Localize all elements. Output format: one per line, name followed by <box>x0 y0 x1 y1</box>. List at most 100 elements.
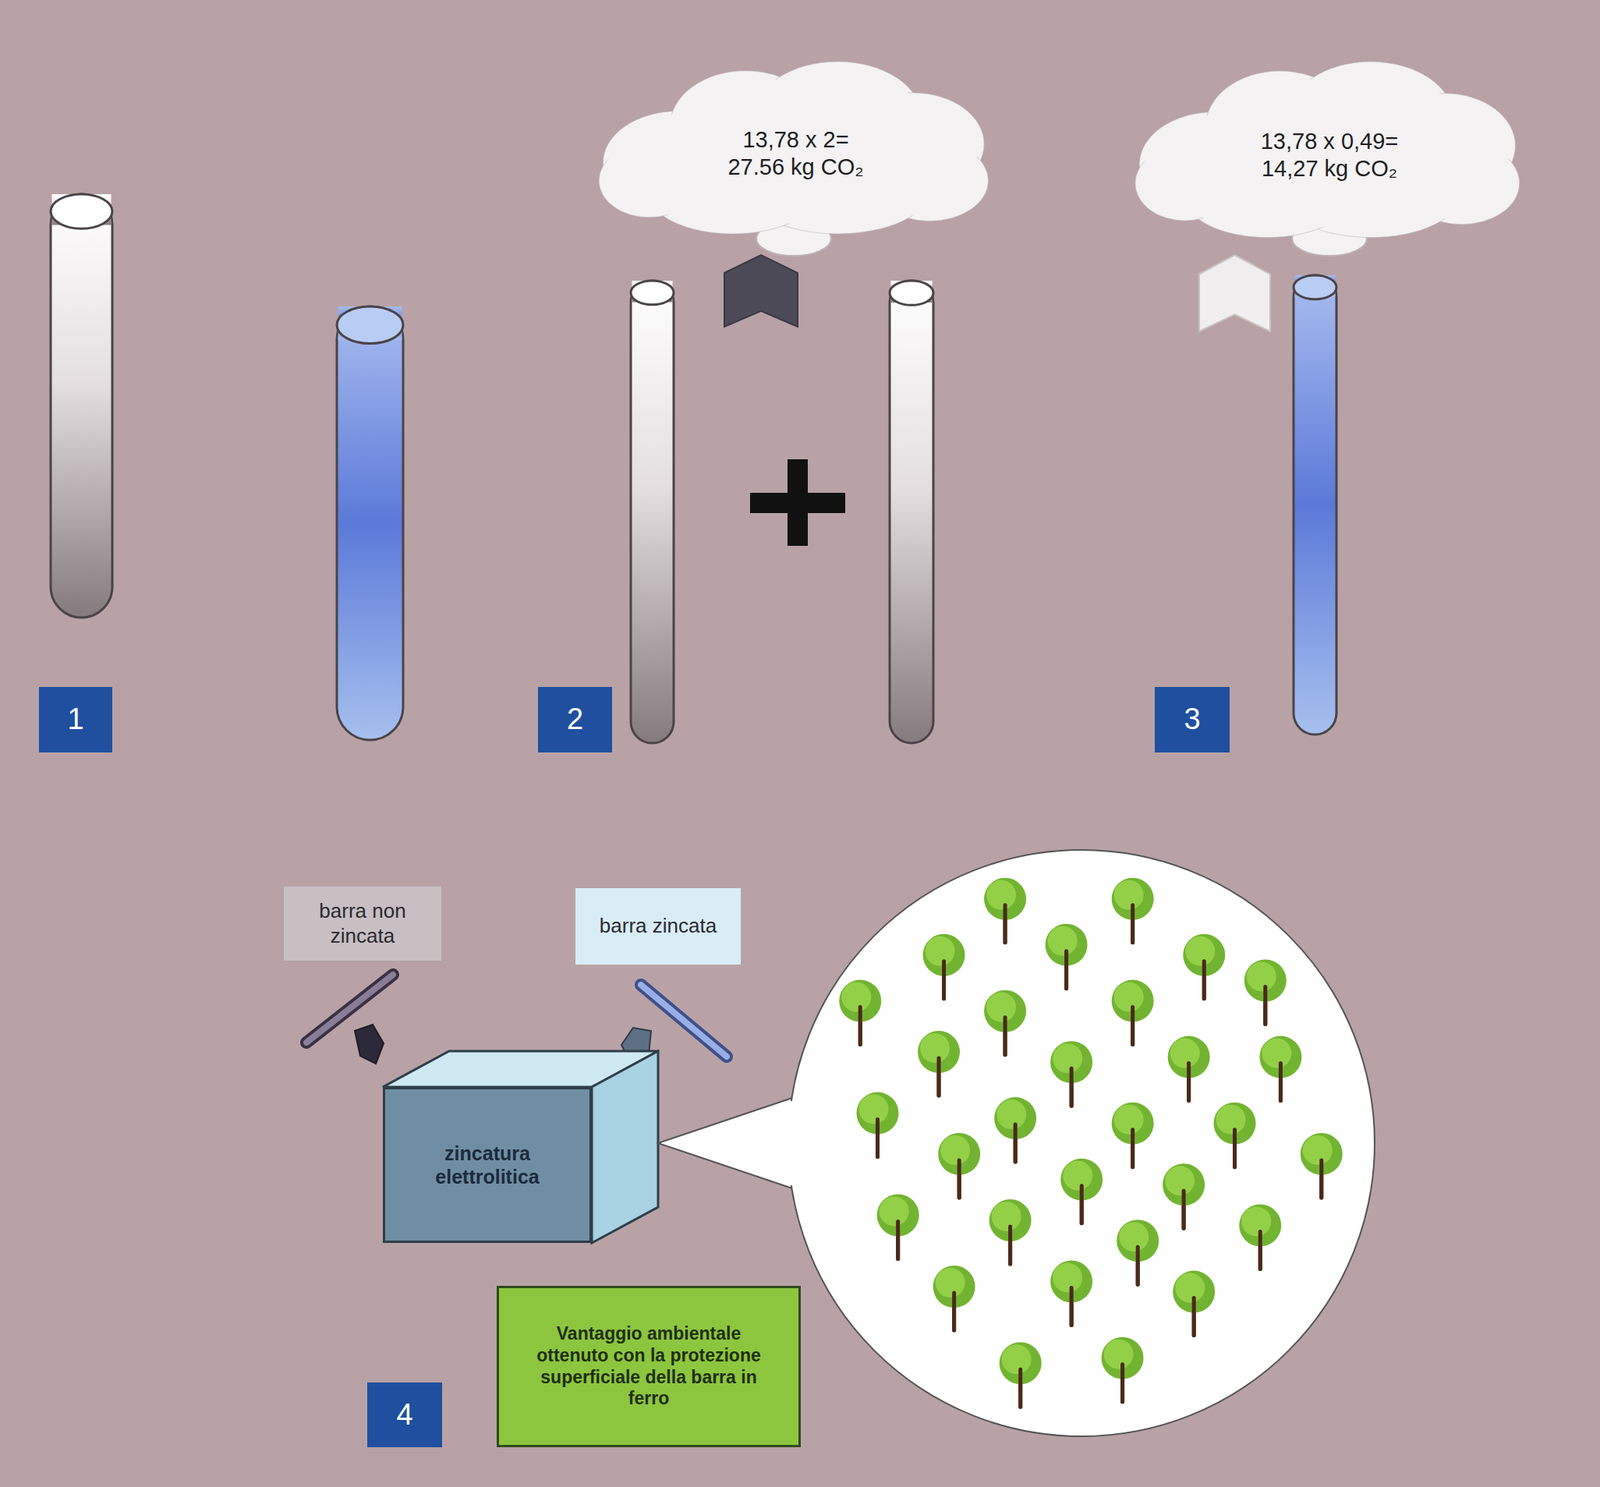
tree-highlight <box>1114 880 1144 910</box>
bar-piece <box>354 1024 384 1064</box>
label-text: barra non zincata <box>296 899 429 948</box>
bar-top <box>336 306 404 344</box>
tree <box>1060 1158 1103 1224</box>
tree-highlight <box>1246 961 1277 992</box>
cloud-fill <box>604 147 695 214</box>
tree-trunk <box>1278 1063 1283 1101</box>
tree-trunk <box>1069 1288 1074 1326</box>
tree-highlight <box>920 1033 950 1063</box>
tree <box>1162 1163 1205 1229</box>
tree-trunk <box>1064 951 1069 989</box>
tree <box>1111 877 1154 943</box>
tree <box>1238 1204 1282 1270</box>
tree-trunk <box>1079 1185 1084 1224</box>
tree-highlight <box>925 936 956 967</box>
callout-number-text: 2 <box>566 701 584 738</box>
label-text: zincatura elettrolitica <box>397 1141 577 1189</box>
tree-trunk <box>941 961 946 999</box>
tree-highlight <box>841 982 871 1013</box>
callout-number-text: 4 <box>396 1397 413 1434</box>
tree <box>1214 1102 1257 1168</box>
tree-highlight <box>1062 1161 1093 1191</box>
bar-body <box>336 306 404 740</box>
cloud: 13,78 x 0,49= 14,27 kg CO₂ <box>1122 61 1537 249</box>
tree-trunk <box>1263 986 1268 1024</box>
bar-body <box>630 280 674 744</box>
tree <box>1168 1036 1211 1101</box>
tree-highlight <box>1114 1104 1144 1135</box>
tree-highlight <box>991 1201 1022 1232</box>
tree-highlight <box>940 1135 970 1165</box>
tree <box>1111 1102 1154 1168</box>
steel-bar <box>50 194 113 618</box>
label-text: Vantaggio ambientale ottenuto con la pro… <box>520 1323 778 1409</box>
cloud-shape <box>586 61 1006 245</box>
tree <box>1050 1040 1093 1106</box>
label-text: 13,78 x 0,49= 14,27 kg CO₂ <box>1249 127 1410 183</box>
steel-bar <box>889 280 934 744</box>
tree-trunk <box>1008 1226 1013 1264</box>
tree-trunk <box>1120 1364 1125 1402</box>
tree-highlight <box>986 880 1016 910</box>
process-box: zincatura elettrolitica <box>382 1086 592 1243</box>
tree-trunk <box>1130 905 1135 943</box>
tree-highlight <box>1164 1165 1195 1196</box>
small-bar <box>306 974 393 1043</box>
tree-highlight <box>1185 936 1215 967</box>
tree <box>1244 959 1287 1024</box>
tree <box>984 877 1027 943</box>
tree <box>933 1265 976 1331</box>
tree-trunk <box>1182 1190 1186 1229</box>
bar-body <box>1293 275 1337 735</box>
tree-highlight <box>1114 982 1144 1013</box>
label-text: 13,78 x 2= 27.56 kg CO₂ <box>715 126 876 181</box>
steel-bar <box>630 280 674 744</box>
callout-number: 1 <box>38 686 113 753</box>
tree-highlight <box>1261 1038 1292 1069</box>
tree <box>938 1132 981 1198</box>
plus-sign <box>750 459 846 546</box>
tree <box>1111 980 1154 1045</box>
label-box: barra non zincata <box>283 886 442 960</box>
tree-highlight <box>1001 1344 1032 1374</box>
tree <box>877 1193 920 1259</box>
tree-trunk <box>937 1058 942 1096</box>
tree-trunk <box>952 1292 956 1331</box>
tree-trunk <box>1202 961 1207 999</box>
tree-highlight <box>1052 1043 1083 1073</box>
bars <box>50 194 1337 744</box>
emission-arrow <box>1199 254 1271 332</box>
callout-number: 3 <box>1154 686 1230 753</box>
tree-highlight <box>1118 1221 1149 1252</box>
tree-trunk <box>1192 1298 1197 1336</box>
tree <box>989 1199 1032 1264</box>
box-side <box>591 1051 659 1243</box>
tree <box>917 1030 960 1096</box>
cloud: 13,78 x 2= 27.56 kg CO₂ <box>586 61 1006 245</box>
tree-highlight <box>1047 926 1078 956</box>
tree <box>1259 1036 1302 1101</box>
tree-highlight <box>1104 1339 1134 1370</box>
tree-trunk <box>1136 1246 1140 1285</box>
tree-trunk <box>1013 1124 1018 1162</box>
bar-top <box>630 280 674 305</box>
tree-trunk <box>1003 905 1008 943</box>
tree-trunk <box>1018 1369 1023 1407</box>
tree-trunk <box>1319 1160 1324 1198</box>
tree-trunk <box>957 1160 962 1198</box>
tree-highlight <box>879 1196 910 1226</box>
tree-trunk <box>858 1007 863 1045</box>
small-bar <box>640 984 727 1057</box>
small-bar <box>306 974 393 1043</box>
tree <box>1050 1260 1093 1326</box>
callout-number: 4 <box>367 1382 443 1448</box>
bar-top <box>1293 275 1337 300</box>
tree-highlight <box>1170 1038 1200 1069</box>
tree-highlight <box>1241 1207 1271 1237</box>
tree <box>984 990 1027 1055</box>
bar-body <box>50 194 113 618</box>
zinc-bar <box>1293 275 1337 735</box>
tree-trunk <box>1003 1017 1008 1055</box>
tree <box>994 1097 1037 1162</box>
tree-trunk <box>1186 1063 1191 1101</box>
